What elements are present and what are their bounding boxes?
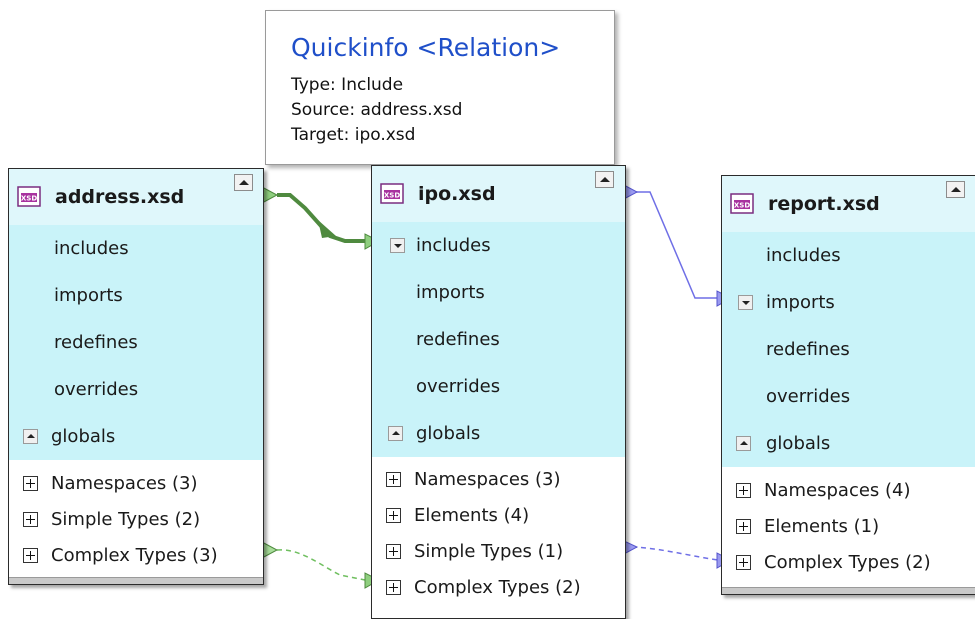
row-label: redefines (416, 329, 500, 350)
expand-down-icon[interactable] (738, 295, 753, 310)
row-label: overrides (54, 379, 139, 400)
row-label: imports (766, 292, 835, 313)
row-globals[interactable]: globals (372, 410, 625, 457)
collapse-up-icon[interactable] (736, 436, 751, 451)
schema-box-address[interactable]: XSD address.xsd includes imports redefin… (8, 168, 264, 585)
tree-item-complex-types[interactable]: Complex Types (2) (372, 570, 625, 606)
tree-item-elements[interactable]: Elements (1) (722, 509, 975, 545)
tooltip-source-line: Source: address.xsd (291, 100, 463, 120)
row-includes[interactable]: includes (9, 225, 263, 272)
row-imports[interactable]: imports (372, 269, 625, 316)
tooltip-target-line: Target: ipo.xsd (291, 125, 416, 145)
plus-box-icon[interactable] (736, 483, 751, 498)
xsd-schema-icon: XSD (380, 183, 404, 204)
triangle-connector-icon[interactable] (261, 186, 279, 204)
schema-header[interactable]: XSD address.xsd (9, 169, 263, 225)
row-label: redefines (54, 332, 138, 353)
plus-box-icon[interactable] (386, 508, 401, 523)
row-redefines[interactable]: redefines (722, 326, 975, 373)
tree-item-label: Namespaces (3) (51, 473, 198, 494)
tree-item-elements[interactable]: Elements (4) (372, 498, 625, 534)
collapse-up-icon[interactable] (946, 181, 965, 198)
tree-item-label: Namespaces (3) (414, 469, 561, 490)
row-overrides[interactable]: overrides (372, 363, 625, 410)
row-label: globals (766, 433, 831, 454)
xsd-schema-icon: XSD (730, 193, 754, 214)
row-label: includes (54, 238, 129, 259)
tree-item-namespaces[interactable]: Namespaces (3) (9, 466, 263, 502)
plus-box-icon[interactable] (23, 512, 38, 527)
expand-down-icon[interactable] (390, 238, 405, 253)
row-overrides[interactable]: overrides (9, 366, 263, 413)
include-relation-line[interactable] (277, 193, 365, 243)
row-includes[interactable]: includes (722, 232, 975, 279)
schema-box-report[interactable]: XSD report.xsd includes imports redefine… (721, 175, 975, 595)
plus-box-icon[interactable] (736, 555, 751, 570)
tree-item-simple-types[interactable]: Simple Types (1) (372, 534, 625, 570)
svg-text:XSD: XSD (21, 195, 37, 203)
row-redefines[interactable]: redefines (9, 319, 263, 366)
tree-item-complex-types[interactable]: Complex Types (2) (722, 545, 975, 581)
row-imports[interactable]: imports (9, 272, 263, 319)
plus-box-icon[interactable] (736, 519, 751, 534)
svg-text:XSD: XSD (384, 192, 400, 200)
schema-title: ipo.xsd (418, 183, 496, 205)
box-footer (9, 577, 263, 584)
collapse-up-icon[interactable] (595, 171, 614, 188)
row-overrides[interactable]: overrides (722, 373, 975, 420)
plus-box-icon[interactable] (23, 476, 38, 491)
include-relation-arrowhead (318, 220, 336, 238)
tree-item-label: Complex Types (2) (764, 552, 931, 573)
row-label: globals (416, 423, 481, 444)
tree-item-simple-types[interactable]: Simple Types (2) (9, 502, 263, 538)
triangle-connector-icon[interactable] (261, 541, 279, 559)
row-label: includes (416, 235, 491, 256)
row-globals[interactable]: globals (722, 420, 975, 467)
tree-item-label: Complex Types (2) (414, 577, 581, 598)
tree-item-label: Elements (1) (764, 516, 880, 537)
tree-item-label: Simple Types (2) (51, 509, 201, 530)
row-label: redefines (766, 339, 850, 360)
plus-box-icon[interactable] (386, 472, 401, 487)
schema-title: report.xsd (768, 193, 880, 215)
row-label: overrides (416, 376, 501, 397)
schema-title: address.xsd (55, 186, 185, 208)
tree-item-complex-types[interactable]: Complex Types (3) (9, 538, 263, 574)
tree-item-namespaces[interactable]: Namespaces (3) (372, 462, 625, 498)
plus-box-icon[interactable] (23, 548, 38, 563)
box-footer (722, 587, 975, 594)
tree-item-label: Complex Types (3) (51, 545, 218, 566)
row-label: imports (54, 285, 123, 306)
svg-text:XSD: XSD (734, 202, 750, 210)
plus-box-icon[interactable] (386, 544, 401, 559)
tooltip-type-line: Type: Include (291, 75, 404, 95)
collapse-up-icon[interactable] (23, 429, 38, 444)
row-label: overrides (766, 386, 851, 407)
import-relation-line[interactable] (632, 191, 718, 299)
tree-item-namespaces[interactable]: Namespaces (4) (722, 473, 975, 509)
row-label: includes (766, 245, 841, 266)
schema-header[interactable]: XSD ipo.xsd (372, 166, 625, 222)
row-redefines[interactable]: redefines (372, 316, 625, 363)
tooltip-title: Quickinfo <Relation> (291, 33, 561, 62)
types-dashed-line-right[interactable] (631, 546, 719, 561)
row-label: imports (416, 282, 485, 303)
tree-item-label: Simple Types (1) (414, 541, 564, 562)
collapse-up-icon[interactable] (388, 426, 403, 441)
collapse-up-icon[interactable] (234, 174, 253, 191)
tree-item-label: Elements (4) (414, 505, 530, 526)
plus-box-icon[interactable] (386, 580, 401, 595)
row-imports[interactable]: imports (722, 279, 975, 326)
complex-types-dashed-line-left[interactable] (276, 549, 366, 581)
schema-header[interactable]: XSD report.xsd (722, 176, 975, 232)
row-globals[interactable]: globals (9, 413, 263, 460)
xsd-schema-icon: XSD (17, 186, 41, 207)
row-includes[interactable]: includes (372, 222, 625, 269)
row-label: globals (51, 426, 116, 447)
quickinfo-tooltip: Quickinfo <Relation> Type: Include Sourc… (265, 10, 615, 165)
tree-item-label: Namespaces (4) (764, 480, 911, 501)
schema-box-ipo[interactable]: XSD ipo.xsd includes imports redefines o… (371, 165, 626, 619)
